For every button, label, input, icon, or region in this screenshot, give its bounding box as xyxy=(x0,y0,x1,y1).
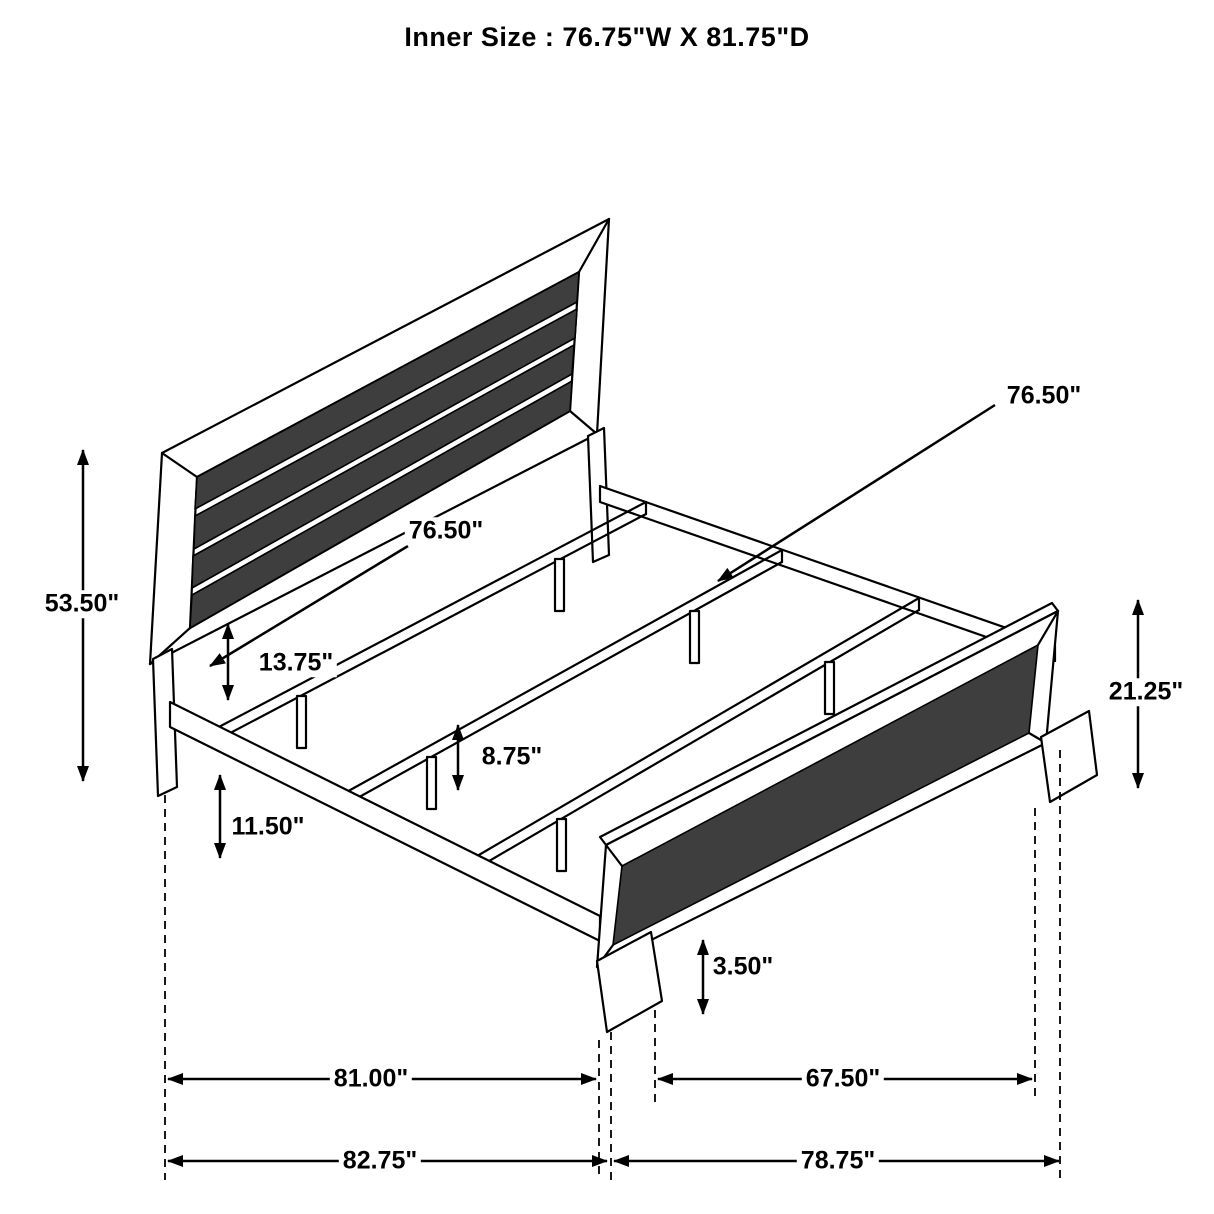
label-support-leg-height: 8.75" xyxy=(477,743,547,771)
label-headboard-height: 53.50" xyxy=(40,590,124,618)
crossbar xyxy=(341,548,784,811)
label-headboard-width: 76.50" xyxy=(404,517,488,545)
headboard-right-leg xyxy=(586,426,611,564)
far-side-rail xyxy=(598,484,1057,663)
label-side-rail-height: 11.50" xyxy=(227,813,309,841)
label-foot-height: 3.50" xyxy=(708,953,778,981)
page-title: Inner Size : 76.75"W X 81.75"D xyxy=(404,22,810,52)
support-leg xyxy=(555,817,568,873)
slat-supports xyxy=(213,500,921,873)
footboard-left-foot xyxy=(595,930,664,1034)
label-overall-width: 78.75" xyxy=(796,1147,880,1175)
leader-inner-rail-width xyxy=(717,403,996,583)
footboard xyxy=(595,601,1099,1034)
label-inner-length: 81.00" xyxy=(329,1065,413,1093)
headboard-slats xyxy=(189,271,580,629)
label-inner-rail-width: 76.50" xyxy=(1002,382,1086,410)
headboard xyxy=(148,217,611,798)
support-leg xyxy=(823,660,836,716)
support-leg xyxy=(425,755,438,811)
footboard-right-foot xyxy=(1039,709,1099,804)
label-headboard-bottom-gap: 13.75" xyxy=(254,649,338,677)
label-footboard-height: 21.25" xyxy=(1104,678,1188,706)
support-leg xyxy=(688,609,701,665)
support-leg xyxy=(553,557,566,613)
label-footboard-width: 67.50" xyxy=(801,1065,885,1093)
support-leg xyxy=(295,694,308,750)
label-overall-depth: 82.75" xyxy=(338,1147,422,1175)
leader-headboard-width xyxy=(209,544,409,668)
crossbar xyxy=(470,596,921,873)
headboard-left-leg xyxy=(151,647,179,798)
